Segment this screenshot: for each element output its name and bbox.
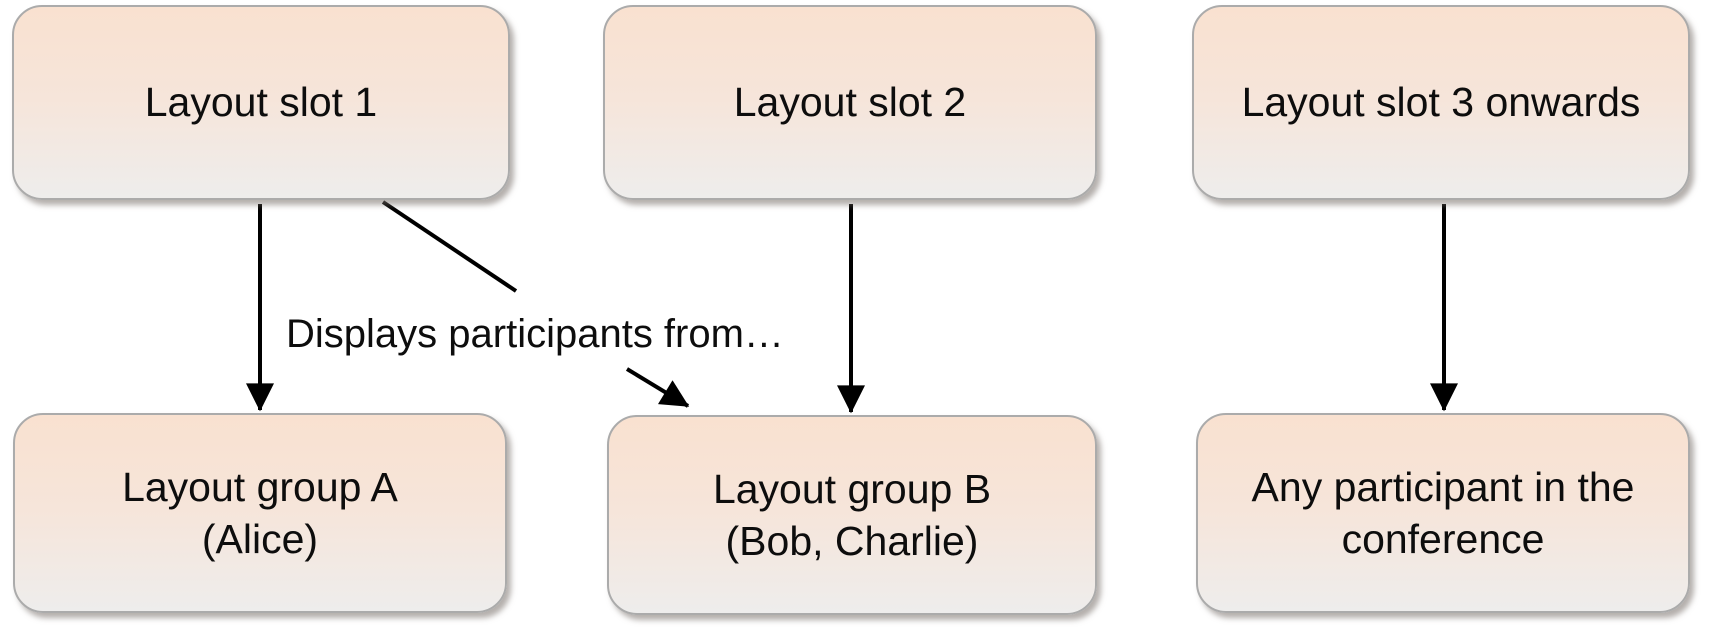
node-layout-group-a: Layout group A (Alice) <box>13 413 507 613</box>
node-layout-slot-3-onwards: Layout slot 3 onwards <box>1192 5 1690 200</box>
arrow-slot1-to-groupB <box>381 200 690 408</box>
edge-label-displays-participants-from: Displays participants from… <box>286 312 784 356</box>
node-any-participant: Any participant in the conference <box>1196 413 1690 613</box>
node-layout-slot-1: Layout slot 1 <box>12 5 510 200</box>
node-layout-slot-2: Layout slot 2 <box>603 5 1097 200</box>
node-layout-group-b: Layout group B (Bob, Charlie) <box>607 415 1097 615</box>
